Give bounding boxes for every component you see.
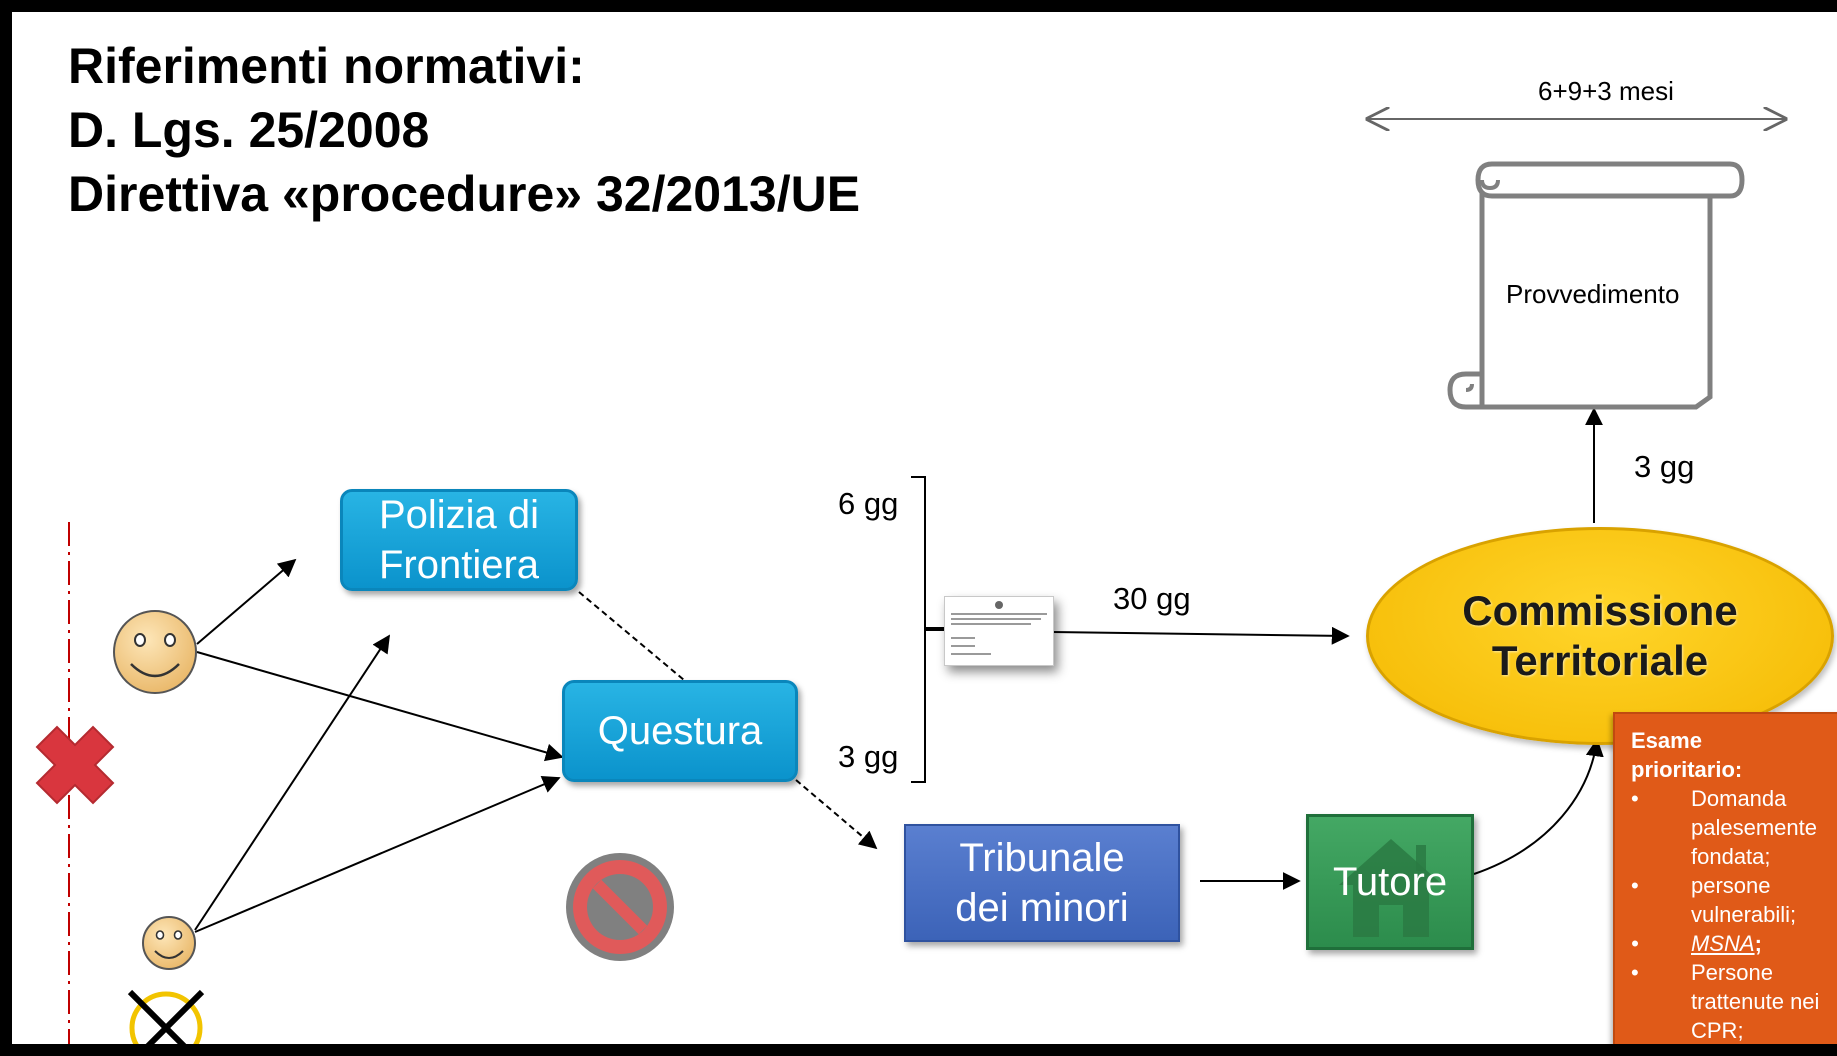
dashed-questura-tribunale — [795, 779, 878, 850]
priority-heading-line-2: prioritario: — [1631, 757, 1743, 782]
small-smiley-face-icon — [142, 916, 196, 970]
house-icon — [1339, 839, 1443, 937]
polizia-line-2: Frontiera — [378, 543, 540, 587]
document-icon — [944, 596, 1054, 666]
prohibition-icon — [566, 853, 674, 961]
priority-item: Persone trattenute nei CPR; — [1631, 958, 1837, 1044]
title-line-3: Direttiva «procedure» 32/2013/UE — [68, 166, 861, 222]
tutore-label: Tutore — [1332, 860, 1448, 904]
priority-heading-line-1: Esame — [1631, 728, 1702, 753]
tribunale-dei-minori-node: Tribunale dei minori — [904, 824, 1180, 942]
arrow-small-smiley-to-questura — [194, 776, 561, 933]
arrow-small-smiley-to-polizia — [194, 634, 390, 931]
commissione-line-1: Commissione — [1462, 587, 1738, 634]
dashed-polizia-questura — [578, 591, 685, 681]
top-span-label: 6+9+3 mesi — [1538, 76, 1674, 106]
tutore-node: Tutore — [1306, 814, 1474, 950]
provvedimento-label: Provvedimento — [1506, 279, 1680, 309]
red-x-icon — [35, 725, 115, 805]
crossed-circle-icon — [127, 989, 205, 1044]
tribunale-line-1: Tribunale — [959, 836, 1125, 880]
questura-node: Questura — [562, 680, 798, 782]
esame-prioritario-box: Esame prioritario: Domanda palesemente f… — [1613, 712, 1837, 1044]
page-title: Riferimenti normativi: D. Lgs. 25/2008 D… — [68, 34, 860, 226]
commissione-territoriale-node: Commissione Territoriale — [1366, 527, 1834, 745]
bracket-bottom-label: 3 gg — [838, 739, 899, 774]
tribunale-line-2: dei minori — [955, 886, 1129, 930]
msna-semicolon: ; — [1754, 931, 1762, 956]
msna-text: MSNA — [1691, 931, 1755, 956]
title-line-2: D. Lgs. 25/2008 — [68, 102, 430, 158]
to-provvedimento-label: 3 gg — [1634, 449, 1695, 484]
polizia-line-1: Polizia di — [378, 493, 540, 537]
priority-item: persone vulnerabili; — [1631, 871, 1837, 929]
diagram-connectors — [35, 12, 1837, 1044]
commissione-line-2: Territoriale — [1491, 637, 1709, 684]
priority-item-msna: MSNA; — [1631, 929, 1837, 958]
arrow-to-commissione — [1051, 626, 1350, 645]
bracket — [911, 476, 926, 783]
questura-label: Questura — [597, 709, 763, 753]
title-line-1: Riferimenti normativi: — [68, 38, 585, 94]
smiley-face-icon — [113, 610, 197, 694]
arrow-smiley-to-questura — [196, 651, 564, 762]
priority-list: Domanda palesemente fondata; persone vul… — [1631, 784, 1837, 1044]
polizia-di-frontiera-node: Polizia di Frontiera — [340, 489, 578, 591]
arrow-tutore-commissione — [1473, 738, 1604, 875]
priority-item: Domanda palesemente fondata; — [1631, 784, 1837, 871]
arrow-smiley-to-polizia — [196, 558, 297, 645]
bracket-top-label: 6 gg — [838, 486, 899, 521]
scroll-icon — [1447, 161, 1745, 410]
to-commissione-label: 30 gg — [1113, 581, 1191, 616]
